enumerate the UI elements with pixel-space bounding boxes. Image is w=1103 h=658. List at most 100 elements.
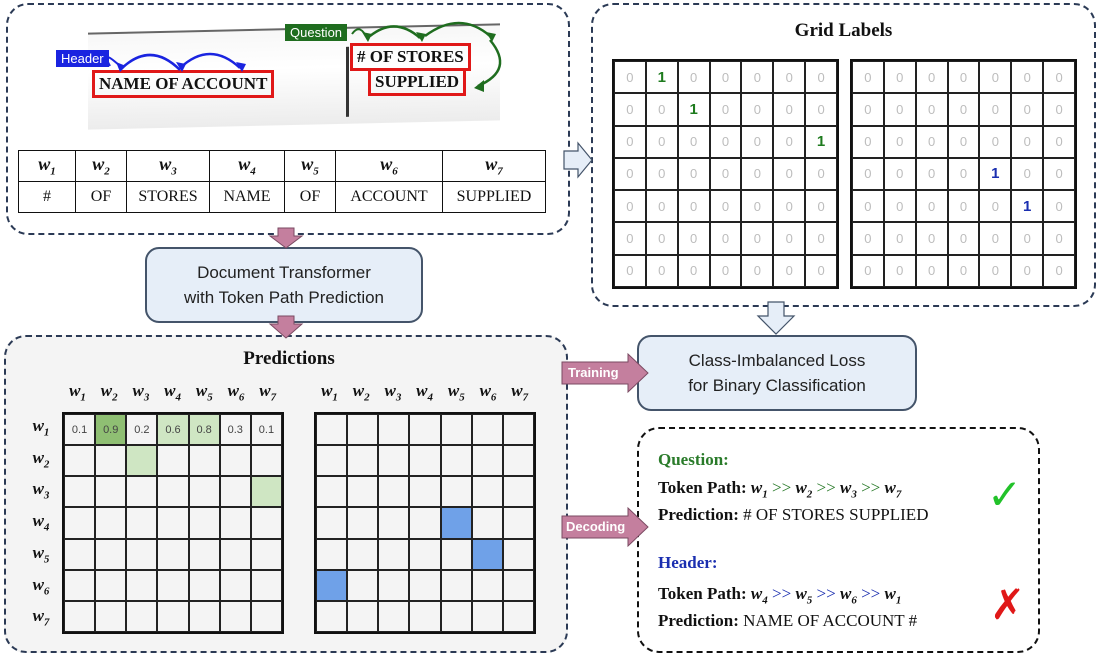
grid-label-cell: 0 xyxy=(852,222,884,255)
grid-label-cell: 0 xyxy=(773,93,806,126)
prediction-cell xyxy=(188,600,220,632)
prediction-cell xyxy=(378,445,410,477)
prediction-cell xyxy=(316,538,348,570)
grid-label-cell: 0 xyxy=(1011,222,1044,255)
prediction-col-header: w1 xyxy=(69,381,86,404)
grid-labels-title: Grid Labels xyxy=(794,20,893,41)
prediction-cell xyxy=(409,445,441,477)
prediction-row-header: w6 xyxy=(32,574,50,597)
prediction-cell: 0.2 xyxy=(126,414,158,446)
prediction-cell xyxy=(347,476,379,508)
header-tag: Header xyxy=(56,50,109,67)
grid-label-cell: 0 xyxy=(805,61,837,94)
header-prediction: Prediction: NAME OF ACCOUNT # xyxy=(658,611,918,630)
arrow-right-icon xyxy=(563,141,593,179)
prediction-cell xyxy=(95,507,127,539)
header-token-path: Token Path: w4 >> w5 >> w6 >> w1 xyxy=(658,584,902,607)
prediction-cell xyxy=(126,476,158,508)
grid-label-cell: 0 xyxy=(741,125,774,158)
prediction-cell xyxy=(471,600,503,632)
word-cell: OF xyxy=(284,181,336,213)
prediction-cell xyxy=(64,445,96,477)
word-header-cell: w1 xyxy=(18,150,76,182)
prediction-cell: 0.1 xyxy=(64,414,96,446)
prediction-row-header: w5 xyxy=(32,542,50,566)
prediction-cell xyxy=(95,476,127,508)
prediction-cell xyxy=(347,414,379,446)
prediction-cell xyxy=(502,414,534,446)
grid-label-cell: 0 xyxy=(805,222,837,255)
grid-label-cell: 0 xyxy=(1011,61,1044,94)
grid-label-cell: 0 xyxy=(1011,125,1044,158)
prediction-cell xyxy=(471,445,503,477)
grid-label-cell: 0 xyxy=(677,125,710,158)
grid-label-cell: 0 xyxy=(614,222,646,255)
grid-label-cell: 0 xyxy=(709,125,742,158)
prediction-cell xyxy=(316,414,348,446)
header-label: Header: xyxy=(658,553,718,572)
grid-label-cell: 0 xyxy=(677,190,710,223)
prediction-cell xyxy=(188,507,220,539)
prediction-cell xyxy=(64,569,96,601)
prediction-cell xyxy=(409,414,441,446)
prediction-row-header: w7 xyxy=(32,606,50,629)
grid-label-cell: 0 xyxy=(1011,254,1044,287)
prediction-cell xyxy=(409,476,441,508)
prediction-cell xyxy=(95,600,127,632)
word-cell: SUPPLIED xyxy=(442,181,546,213)
grid-label-cell: 0 xyxy=(883,190,916,223)
prediction-cell xyxy=(95,445,127,477)
prediction-cell xyxy=(378,569,410,601)
loss-line2: for Binary Classification xyxy=(688,376,866,395)
prediction-cell xyxy=(471,538,503,570)
prediction-cell xyxy=(188,538,220,570)
grid-label-cell: 1 xyxy=(645,61,678,94)
prediction-cell xyxy=(188,445,220,477)
prediction-cell xyxy=(347,600,379,632)
grid-label-cell: 0 xyxy=(852,61,884,94)
prediction-cell xyxy=(126,600,158,632)
prediction-cell xyxy=(471,476,503,508)
cross-icon: ✗ xyxy=(990,580,1026,629)
prediction-cell xyxy=(126,538,158,570)
prediction-cell xyxy=(219,507,251,539)
grid-label-cell: 0 xyxy=(805,93,837,126)
prediction-col-header: w3 xyxy=(132,381,150,404)
prediction-cell xyxy=(502,507,534,539)
prediction-cell xyxy=(188,569,220,601)
word-header-cell: w6 xyxy=(335,150,443,182)
prediction-cell: 0.3 xyxy=(219,414,251,446)
grid-label-cell: 0 xyxy=(741,254,774,287)
grid-label-cell: 0 xyxy=(883,254,916,287)
prediction-cell xyxy=(157,507,189,539)
grid-label-cell: 0 xyxy=(773,125,806,158)
grid-label-cell: 0 xyxy=(979,61,1012,94)
question-text-box-line2: SUPPLIED xyxy=(368,68,467,96)
prediction-cell xyxy=(378,538,410,570)
prediction-row-header: w3 xyxy=(32,479,50,502)
grid-label-cell: 0 xyxy=(852,93,884,126)
prediction-cell xyxy=(157,476,189,508)
prediction-cell xyxy=(378,476,410,508)
prediction-cell xyxy=(64,600,96,632)
word-value-row: # OF STORES NAME OF ACCOUNT SUPPLIED xyxy=(18,181,546,213)
grid-label-cell: 0 xyxy=(947,190,980,223)
grid-label-cell: 0 xyxy=(1043,93,1075,126)
question-tag: Question xyxy=(285,24,348,41)
arrow-down-icon xyxy=(268,227,304,249)
prediction-cell xyxy=(378,414,410,446)
grid-label-cell: 0 xyxy=(1043,254,1075,287)
prediction-cell xyxy=(250,476,282,508)
grid-label-cell: 0 xyxy=(645,125,678,158)
grid-label-cell: 0 xyxy=(741,157,774,191)
prediction-cell xyxy=(471,507,503,539)
prediction-col-header: w3 xyxy=(384,381,402,404)
grid-label-cell: 0 xyxy=(614,190,646,223)
grid-label-cell: 0 xyxy=(915,190,948,223)
prediction-cell: 0.1 xyxy=(250,414,282,446)
prediction-cell xyxy=(219,538,251,570)
prediction-cell xyxy=(250,445,282,477)
grid-label-cell: 0 xyxy=(852,254,884,287)
